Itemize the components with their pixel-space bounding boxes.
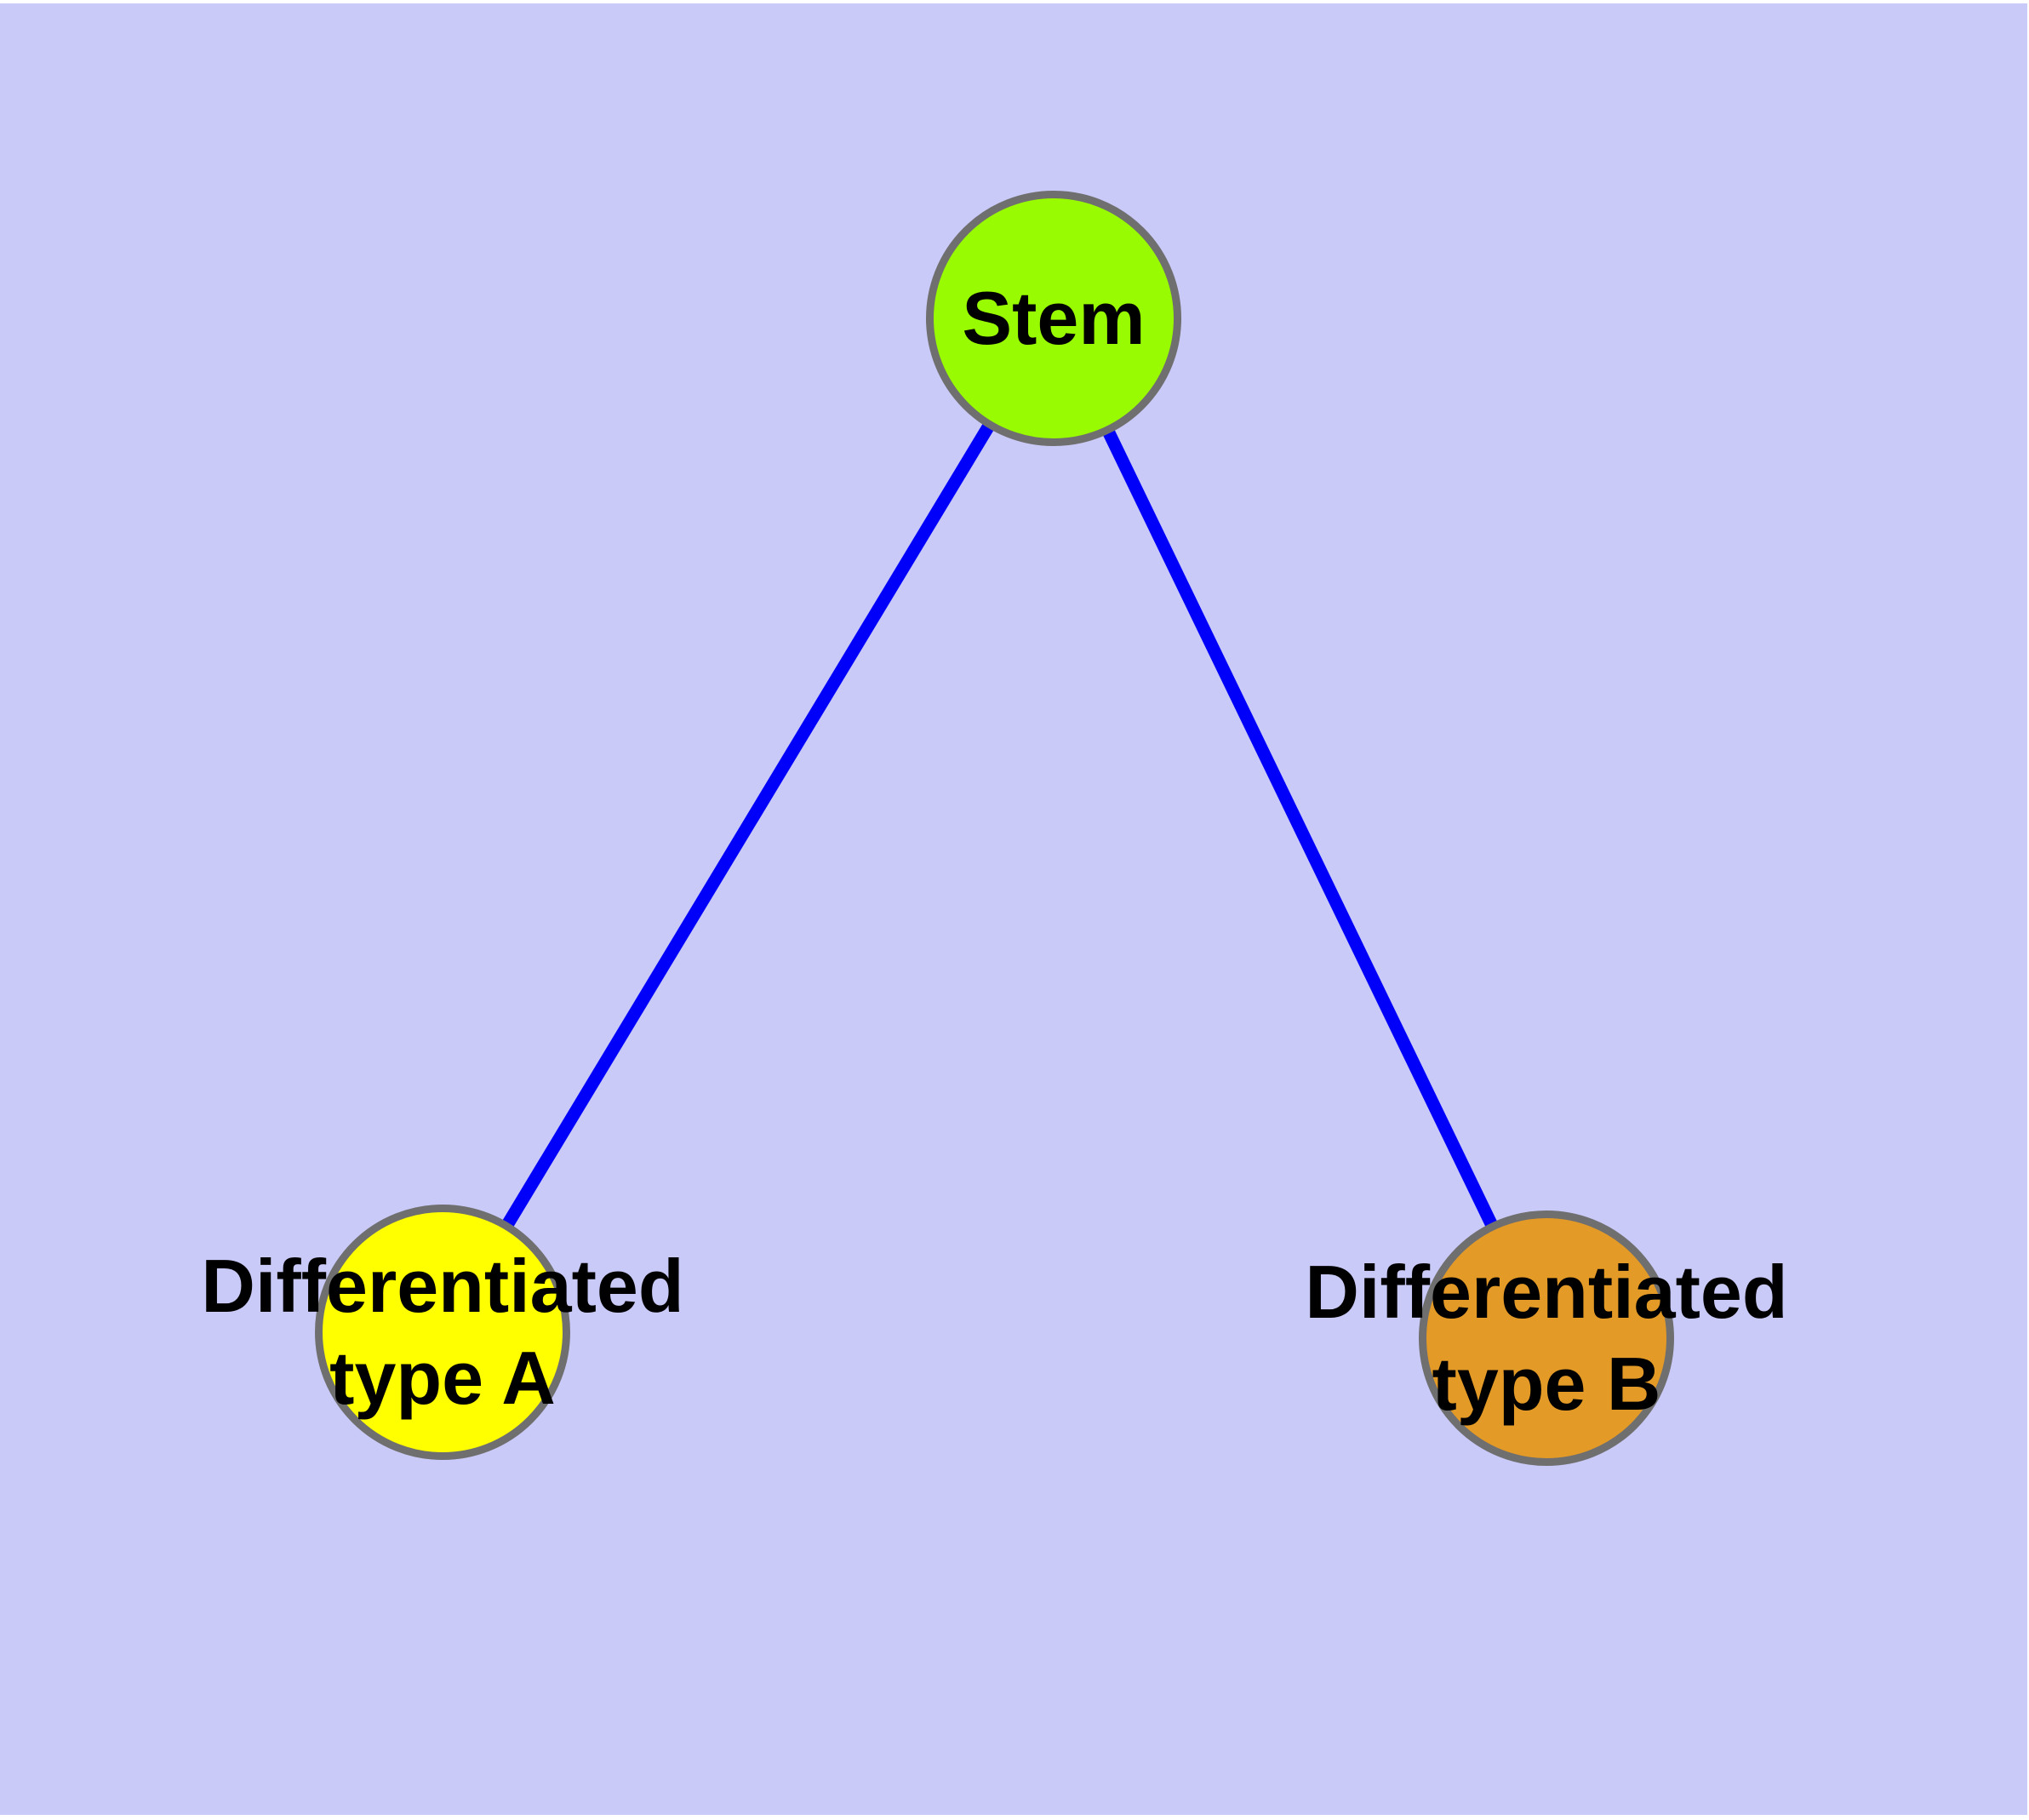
edge-stem-to-type-b bbox=[1048, 315, 1552, 1342]
node-differentiated-type-b-label-line1: Differentiated bbox=[1305, 1250, 1788, 1334]
node-stem: Stem bbox=[926, 191, 1181, 446]
node-differentiated-type-a-label-line2: type A bbox=[329, 1336, 556, 1420]
node-differentiated-type-a-label-line1: Differentiated bbox=[201, 1244, 684, 1328]
node-stem-label-text: Stem bbox=[962, 276, 1146, 360]
node-differentiated-type-b-label-line2: type B bbox=[1432, 1342, 1661, 1426]
node-differentiated-type-a: Differentiated type A bbox=[201, 1205, 684, 1460]
node-differentiated-type-b: Differentiated type B bbox=[1305, 1210, 1788, 1466]
node-differentiated-type-a-label: Differentiated type A bbox=[201, 1240, 683, 1424]
edge-stem-to-type-a bbox=[437, 315, 1060, 1336]
node-stem-label: Stem bbox=[962, 272, 1145, 364]
node-differentiated-type-b-label: Differentiated type B bbox=[1305, 1246, 1787, 1430]
